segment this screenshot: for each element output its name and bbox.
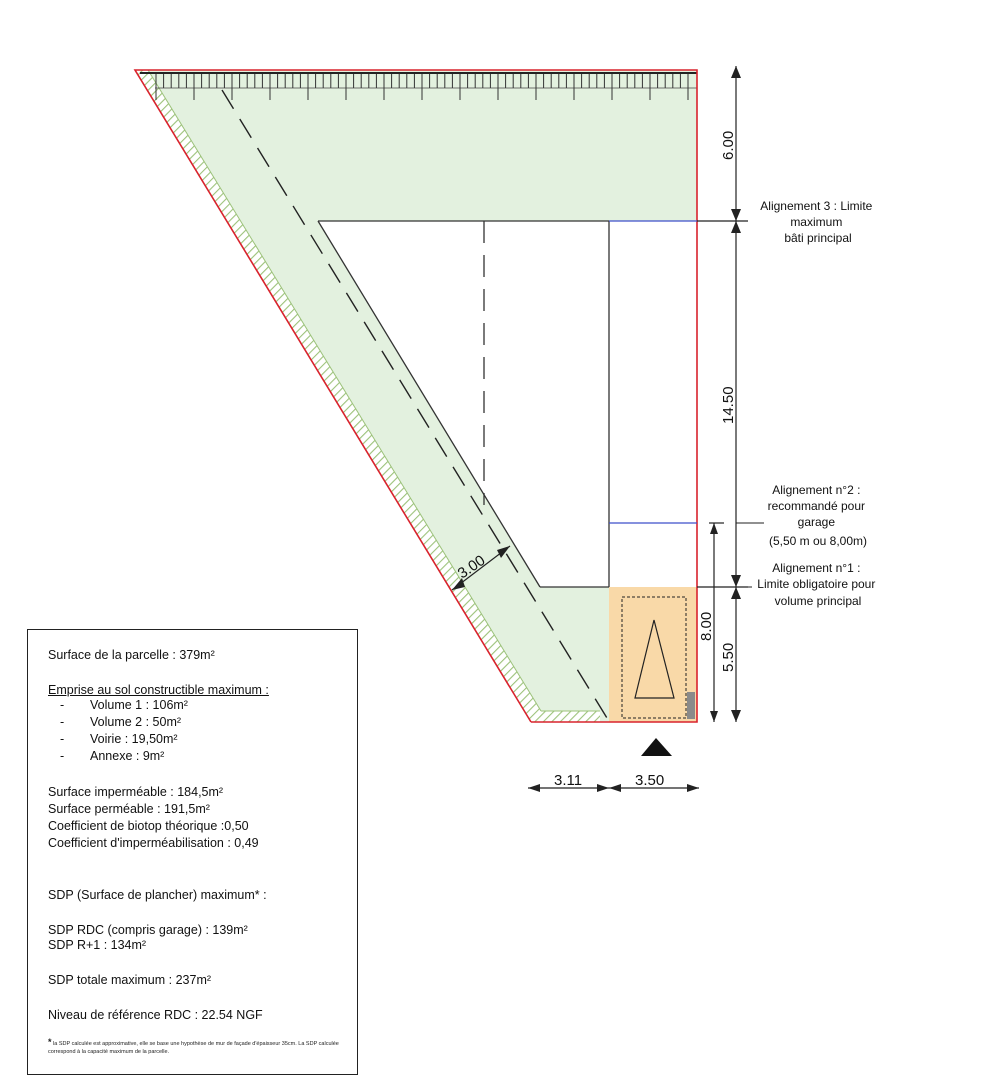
emprise-item: Voirie : 19,50m² (90, 732, 178, 746)
dim-garage-b: 5.50 (720, 643, 737, 672)
sdp-r1: SDP R+1 : 134m² (48, 938, 147, 952)
grey-marker (687, 692, 695, 719)
emprise-title: Emprise au sol constructible maximum : (48, 683, 269, 697)
sdp-totale: SDP totale maximum : 237m² (48, 973, 212, 987)
parcel-outline (133, 69, 698, 723)
footnote: * la SDP calculée est approximative, ell… (48, 1038, 348, 1056)
footnote-star: * (48, 1037, 52, 1047)
footnote-text: la SDP calculée est approximative, elle … (48, 1041, 339, 1055)
building-outlines (317, 220, 610, 588)
dash-3: - (60, 732, 65, 746)
dim-bottom-right: 3.50 (635, 772, 664, 789)
dim-top-setback: 6.00 (720, 131, 737, 160)
coef-biotop: Coefficient de biotop théorique :0,50 (48, 819, 249, 833)
emprise-item: Annexe : 9m² (90, 749, 165, 763)
sdp-title: SDP (Surface de plancher) maximum* : (48, 888, 267, 902)
alignment-1-label: Alignement n°1 : Limite obligatoire pour… (757, 561, 878, 608)
coef-impermeabilisation: Coefficient d'imperméabilisation : 0,49 (48, 836, 259, 850)
hatched-border-bottom (531, 711, 600, 722)
sdp-rdc: SDP RDC (compris garage) : 139m² (48, 923, 248, 937)
niveau-reference: Niveau de référence RDC : 22.54 NGF (48, 1008, 263, 1022)
dash-1: - (60, 698, 65, 712)
dim-middle-depth: 14.50 (720, 386, 737, 424)
car-triangle (634, 619, 675, 699)
emprise-item: Volume 2 : 50m² (90, 715, 182, 729)
garage-zone (609, 587, 697, 722)
surface-permeable: Surface perméable : 191,5m² (48, 802, 210, 816)
alignment-2-label: Alignement n°2 : recommandé pour garage … (768, 483, 869, 548)
access-arrow-icon (641, 738, 672, 756)
dash-2: - (60, 715, 65, 729)
surface-parcelle: Surface de la parcelle : 379m² (48, 648, 215, 662)
dash-4: - (60, 749, 65, 763)
dim-garage-a: 8.00 (698, 612, 715, 641)
garage-outline (621, 596, 687, 719)
buildable-zone (318, 221, 697, 587)
summary-panel: Surface de la parcelle : 379m² Emprise a… (27, 629, 358, 1075)
hatched-border-left (135, 70, 541, 722)
alignment-3-label: Alignement 3 : Limite maximum bâti princ… (760, 199, 875, 245)
surface-impermeable: Surface imperméable : 184,5m² (48, 785, 224, 799)
dashed-axis-line (221, 89, 608, 719)
emprise-item: Volume 1 : 106m² (90, 698, 188, 712)
dim-bottom-left: 3.11 (554, 772, 582, 789)
top-ruler (140, 72, 697, 100)
